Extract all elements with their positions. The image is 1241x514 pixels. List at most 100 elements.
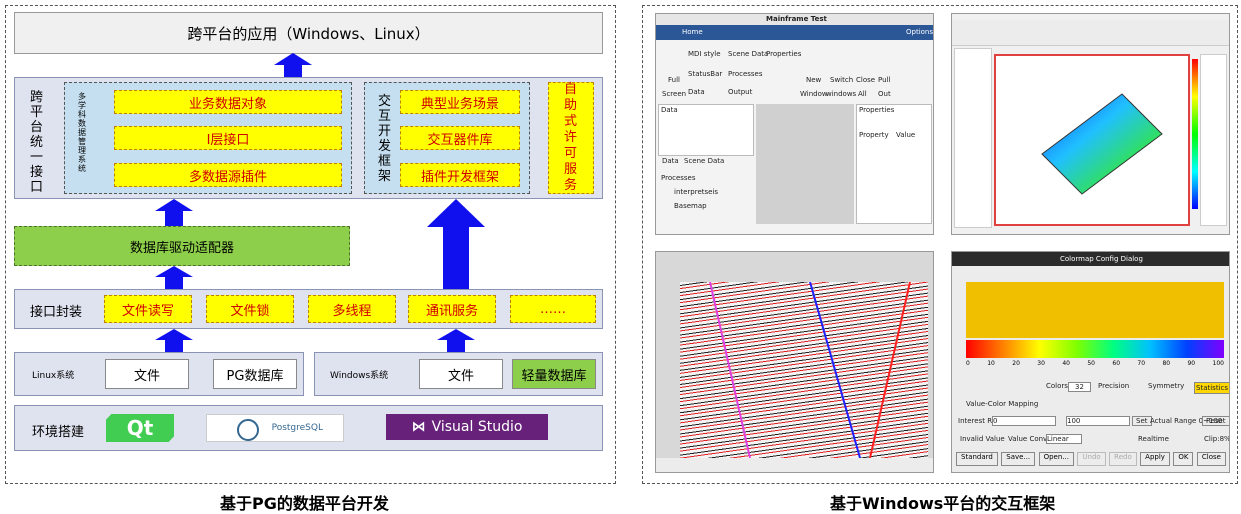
3d-view-window (951, 13, 1230, 235)
btn-full[interactable]: Full (668, 76, 680, 84)
properties-title: Properties (859, 106, 895, 114)
btn-close[interactable]: Close (856, 76, 876, 84)
up-arrow-tall (427, 199, 485, 289)
seismic-3d-surface (1041, 93, 1163, 195)
env-label: 环境搭建 (32, 425, 85, 440)
interface-item-2: 文件锁 (206, 295, 294, 323)
interest-from[interactable]: 0 (992, 416, 1056, 426)
toolbar-strip (952, 20, 1229, 46)
open-button[interactable]: Open... (1038, 452, 1074, 466)
mid-item-1: 业务数据对象 (114, 90, 342, 114)
chk-processes[interactable]: Processes (728, 70, 763, 78)
tree-basemap[interactable]: Basemap (674, 202, 707, 210)
mid-item-2: I层接口 (114, 126, 342, 150)
converter-label: Value Converter (1008, 435, 1065, 443)
data-panel-title: Data (661, 106, 678, 114)
right-panel (642, 5, 1238, 484)
value-mapping-check[interactable]: Value-Color Mapping (966, 400, 1039, 408)
tab-home[interactable]: Home (682, 28, 703, 36)
tab-scene-data[interactable]: Scene Data (684, 157, 725, 165)
clip-label: Clip:8% (1204, 435, 1230, 443)
save-button[interactable]: Save... (1001, 452, 1036, 466)
property-panel (1200, 54, 1227, 226)
chk-statusbar[interactable]: StatusBar (688, 70, 723, 78)
qt-logo: Qt (106, 414, 174, 442)
tab-data[interactable]: Data (662, 157, 679, 165)
processes-title: Processes (661, 174, 696, 182)
apply-button[interactable]: Apply (1140, 452, 1170, 466)
interaction-label: 交互开发框架 (378, 94, 392, 184)
windows-label: Windows系统 (330, 371, 389, 381)
top-app-box: 跨平台的应用（Windows、Linux） (14, 12, 603, 54)
invalid-value-check[interactable]: Invalid Value (960, 435, 1005, 443)
up-arrow-5 (437, 329, 475, 353)
standard-button[interactable]: Standard (956, 452, 998, 466)
up-arrow-1 (274, 53, 312, 79)
up-arrow-2 (155, 199, 193, 227)
undo-button[interactable]: Undo (1077, 452, 1106, 466)
menu-options[interactable]: Options (906, 28, 934, 36)
interaction-item-3: 插件开发框架 (400, 163, 520, 187)
postgresql-logo: PostgreSQL (206, 414, 344, 442)
left-panel (5, 5, 616, 484)
colormap-title: Colormap Config Dialog (1060, 255, 1143, 263)
interaction-item-2: 交互器件库 (400, 126, 520, 150)
linux-label: Linux系统 (32, 371, 75, 381)
tree-panel (954, 48, 992, 228)
windows-item-1: 文件 (419, 359, 503, 389)
converter-select[interactable]: Linear (1046, 434, 1082, 444)
seismic-window (655, 251, 934, 473)
interaction-item-1: 典型业务场景 (400, 90, 520, 114)
color-scale (1192, 59, 1198, 209)
chk-data[interactable]: Data (688, 88, 705, 96)
colors-select[interactable]: 32 (1068, 382, 1091, 392)
colors-label: Colors (1046, 382, 1068, 390)
mainframe-window: Mainframe Test Home Options MDI style Sc… (655, 13, 934, 235)
gradient-bar (966, 340, 1224, 358)
up-arrow-3 (155, 266, 193, 290)
close-button[interactable]: Close (1196, 452, 1226, 466)
realtime-check[interactable]: Realtime (1138, 435, 1169, 443)
linux-item-1: 文件 (105, 359, 189, 389)
interface-item-5: …… (510, 295, 596, 323)
unified-interface-label: 跨平台统一接口 (30, 90, 44, 195)
symmetry-check[interactable]: Symmetry (1148, 382, 1185, 390)
reset-button[interactable]: Reset (1202, 416, 1229, 426)
visual-studio-logo: ⋈Visual Studio (386, 414, 548, 440)
tree-interpretseis[interactable]: interpretseis (674, 188, 719, 196)
statistics-button[interactable]: Statistics (1194, 382, 1229, 394)
property-col: Property (859, 131, 889, 139)
interest-to[interactable]: 100 (1066, 416, 1130, 426)
fault-lines (709, 282, 911, 458)
group-all: All (858, 90, 867, 98)
db-adapter-box: 数据库驱动适配器 (14, 226, 350, 266)
data-panel (658, 104, 754, 156)
bottom-buttons: Standard Save... Open... Undo Redo Apply… (956, 452, 1226, 466)
chk-output[interactable]: Output (728, 88, 753, 96)
center-area (756, 104, 854, 224)
seismic-canvas (680, 282, 928, 458)
chk-scene[interactable]: Scene Data (728, 50, 769, 58)
histogram (966, 282, 1224, 338)
chk-mdi[interactable]: MDI style (688, 50, 721, 58)
chk-properties[interactable]: Properties (766, 50, 802, 58)
btn-pull[interactable]: Pull (878, 76, 891, 84)
interface-item-3: 多线程 (308, 295, 396, 323)
ok-button[interactable]: OK (1173, 452, 1194, 466)
mainframe-title: Mainframe Test (766, 15, 827, 23)
redo-button[interactable]: Redo (1109, 452, 1137, 466)
elephant-icon (237, 419, 259, 441)
precision-check[interactable]: Precision (1098, 382, 1130, 390)
ribbon-bar (656, 25, 933, 40)
actual-range-label: Actual Range 0~100 (1150, 417, 1223, 425)
group-windows: windows (826, 90, 857, 98)
interface-item-4: 通讯服务 (408, 295, 496, 323)
data-mgmt-label: 多学科数据管理系统 (78, 92, 86, 173)
group-out: Out (878, 90, 891, 98)
btn-switch[interactable]: Switch (830, 76, 854, 84)
set-button[interactable]: Set (1132, 416, 1152, 426)
up-arrow-4 (155, 329, 193, 353)
btn-new[interactable]: New (806, 76, 822, 84)
vs-icon: ⋈ (411, 419, 426, 435)
